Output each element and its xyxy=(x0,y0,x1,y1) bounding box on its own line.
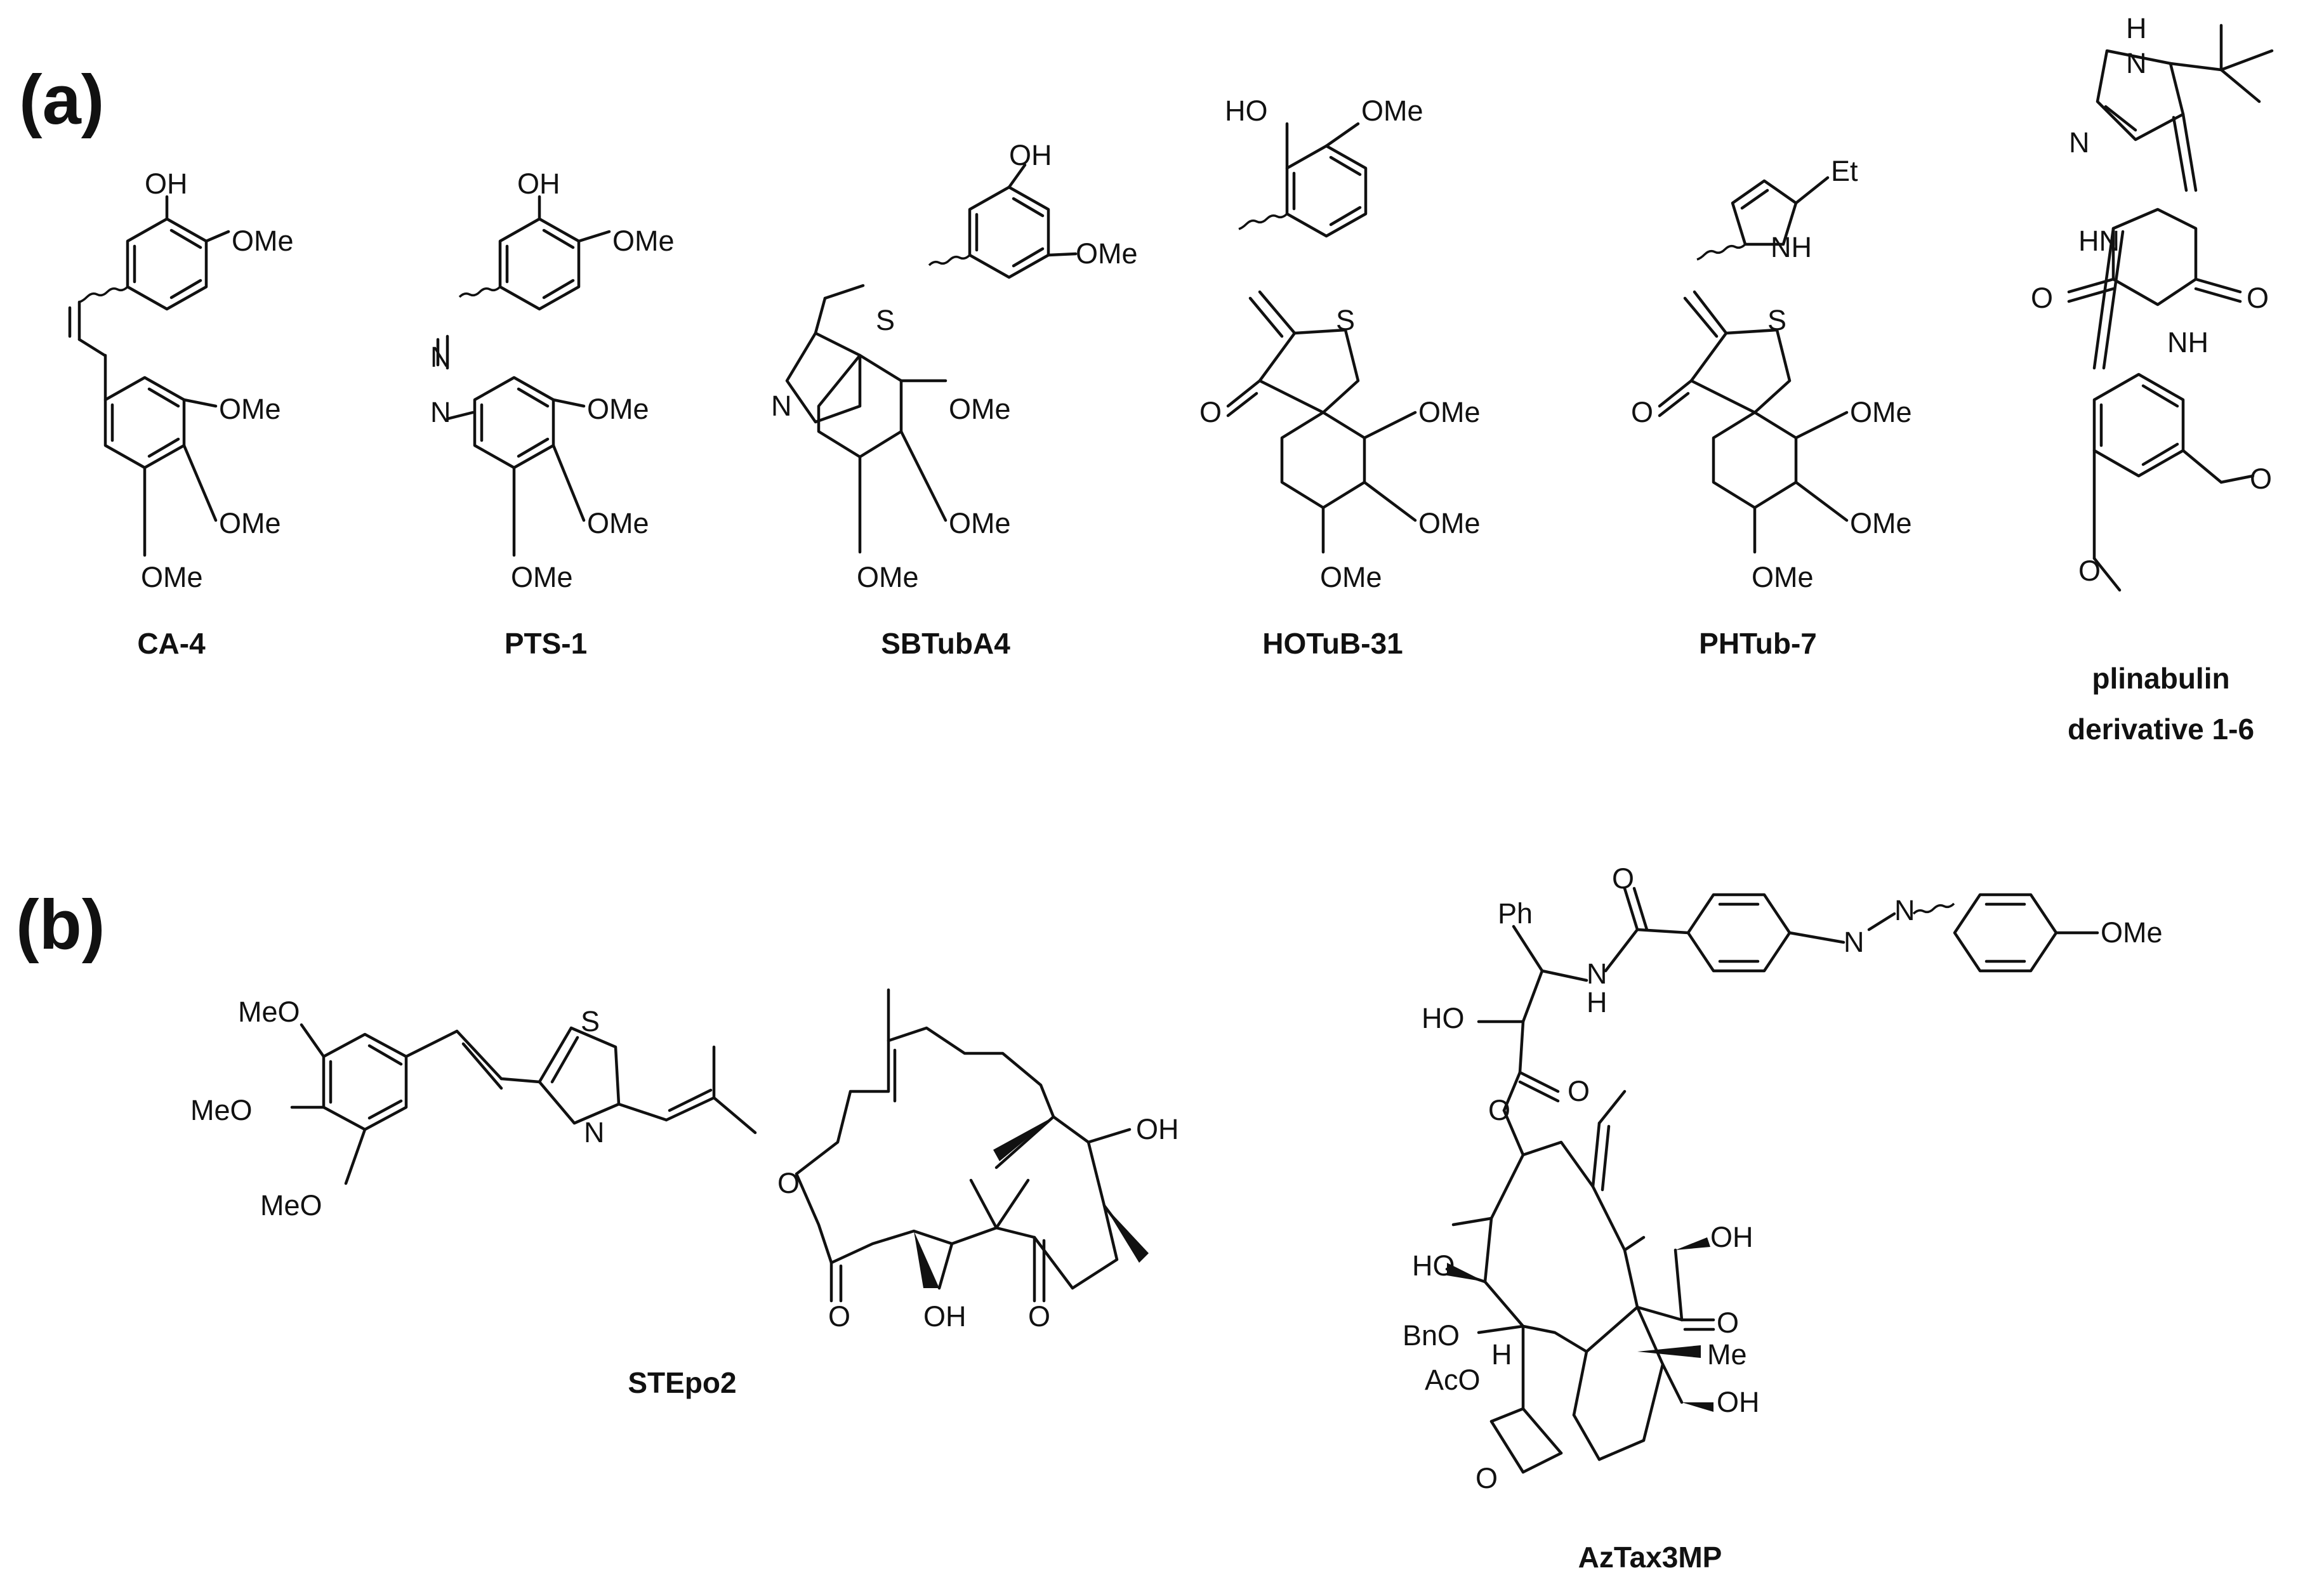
ca4-ome-4: OMe xyxy=(141,561,203,593)
compound-label-aztax3mp: AzTax3MP xyxy=(1578,1541,1722,1574)
pts1-n-1: N xyxy=(430,341,451,373)
hotub31-o: O xyxy=(1199,396,1222,428)
aztax-h-2: H xyxy=(1491,1338,1512,1371)
aztax-o-2: O xyxy=(1488,1094,1510,1126)
panel-label-b: (b) xyxy=(16,886,105,964)
aztax-me: Me xyxy=(1707,1338,1747,1371)
phtub7-o: O xyxy=(1631,396,1653,428)
plin-nh: NH xyxy=(2167,326,2208,359)
plin-o-1: O xyxy=(2031,282,2053,314)
ca4-ome-2: OMe xyxy=(219,393,281,425)
sbtuba4-ome-1: OMe xyxy=(1076,237,1138,270)
hotub31-ome-3: OMe xyxy=(1418,507,1481,539)
stepo2-oh-2: OH xyxy=(923,1300,967,1333)
structure-hotub31: HO OMe S O OMe OMe OMe HOTuB-31 xyxy=(1199,95,1481,660)
aztax-oh-2: OH xyxy=(1717,1386,1760,1418)
sbtuba4-ome-3: OMe xyxy=(949,507,1011,539)
plin-o-3: O xyxy=(2250,463,2272,495)
structure-pts1: OH OMe N N OMe OMe OMe PTS-1 xyxy=(430,168,675,660)
stepo2-meo-1: MeO xyxy=(238,996,300,1028)
plin-o-4: O xyxy=(2078,555,2101,587)
ca4-oh: OH xyxy=(145,168,188,200)
phtub7-et: Et xyxy=(1831,155,1858,187)
stepo2-o-2: O xyxy=(1028,1300,1050,1333)
hotub31-ho: HO xyxy=(1225,95,1268,127)
aztax-o-oxetane: O xyxy=(1476,1462,1498,1494)
structure-plinabulin-1-6: H N N HN O O NH O O plinabulin derivativ… xyxy=(2031,12,2274,746)
structure-stepo2: MeO MeO MeO S N O OH O OH O STEpo2 xyxy=(190,988,1179,1399)
pts1-oh: OH xyxy=(517,168,560,200)
compound-label-ca4: CA-4 xyxy=(137,627,206,660)
plin-n-2: N xyxy=(2069,126,2090,159)
stepo2-n: N xyxy=(584,1116,605,1149)
stepo2-o-1: O xyxy=(828,1300,850,1333)
hotub31-s: S xyxy=(1336,304,1355,336)
phtub7-ome-3: OMe xyxy=(1850,507,1912,539)
hotub31-ome-2: OMe xyxy=(1418,396,1481,428)
stepo2-s: S xyxy=(581,1005,600,1037)
plin-o-2: O xyxy=(2247,282,2269,314)
pts1-ome-1: OMe xyxy=(612,225,675,257)
structure-phtub7: Et NH S O OMe OMe OMe PHTub-7 xyxy=(1631,155,1912,660)
ca4-ome-1: OMe xyxy=(232,225,294,257)
pts1-n-2: N xyxy=(430,396,451,428)
plin-hn: HN xyxy=(2078,225,2120,257)
compound-label-stepo2: STEpo2 xyxy=(628,1366,736,1399)
plin-h: H xyxy=(2126,12,2147,44)
aztax-o-3: O xyxy=(1717,1307,1739,1339)
hotub31-ome-1: OMe xyxy=(1361,95,1423,127)
panel-label-a: (a) xyxy=(19,61,104,139)
pts1-ome-3: OMe xyxy=(587,507,649,539)
aztax-ho-2: HO xyxy=(1412,1249,1455,1282)
sbtuba4-oh: OH xyxy=(1009,139,1052,171)
compound-label-hotub31: HOTuB-31 xyxy=(1262,627,1403,660)
sbtuba4-ome-2: OMe xyxy=(949,393,1011,425)
plin-n-1: N xyxy=(2126,47,2147,79)
aztax-h: H xyxy=(1587,986,1608,1018)
stepo2-oh-1: OH xyxy=(1136,1113,1179,1145)
stepo2-o-ring: O xyxy=(777,1167,800,1199)
stepo2-meo-3: MeO xyxy=(260,1189,322,1222)
compound-label-pts1: PTS-1 xyxy=(505,627,587,660)
sbtuba4-n: N xyxy=(771,390,792,422)
structure-aztax3mp: Ph O N H N N OMe HO O O OH HO O BnO H Me… xyxy=(1403,862,2163,1574)
phtub7-ome-4: OMe xyxy=(1752,561,1814,593)
pts1-ome-2: OMe xyxy=(587,393,649,425)
stepo2-meo-2: MeO xyxy=(190,1094,253,1126)
compound-label-sbtuba4: SBTubA4 xyxy=(881,627,1010,660)
ca4-ome-3: OMe xyxy=(219,507,281,539)
aztax-bno: BnO xyxy=(1403,1319,1460,1352)
aztax-o-amide: O xyxy=(1612,862,1634,895)
aztax-ph: Ph xyxy=(1498,897,1533,930)
compound-label-phtub7: PHTub-7 xyxy=(1699,627,1817,660)
compound-label-plinabulin-1: plinabulin xyxy=(2092,662,2229,695)
aztax-ome: OMe xyxy=(2101,916,2163,949)
pts1-ome-4: OMe xyxy=(511,561,573,593)
aztax-ho-1: HO xyxy=(1422,1002,1465,1034)
aztax-o-1: O xyxy=(1568,1075,1590,1107)
aztax-n-2: N xyxy=(1894,894,1915,926)
aztax-oh-1: OH xyxy=(1710,1221,1753,1253)
sbtuba4-ome-4: OMe xyxy=(857,561,919,593)
aztax-n-amide: N xyxy=(1587,958,1608,990)
phtub7-ome-2: OMe xyxy=(1850,396,1912,428)
aztax-n-1: N xyxy=(1844,926,1865,958)
structure-ca4: OH OMe OMe OMe OMe CA-4 xyxy=(68,168,294,660)
structure-sbtuba4: OH OMe S N OMe OMe OMe SBTubA4 xyxy=(771,139,1138,660)
sbtuba4-s: S xyxy=(876,304,895,336)
phtub7-nh: NH xyxy=(1771,231,1812,263)
hotub31-ome-4: OMe xyxy=(1320,561,1382,593)
phtub7-s: S xyxy=(1767,304,1786,336)
compound-label-plinabulin-2: derivative 1-6 xyxy=(2068,713,2254,746)
aztax-aco: AcO xyxy=(1425,1364,1481,1396)
